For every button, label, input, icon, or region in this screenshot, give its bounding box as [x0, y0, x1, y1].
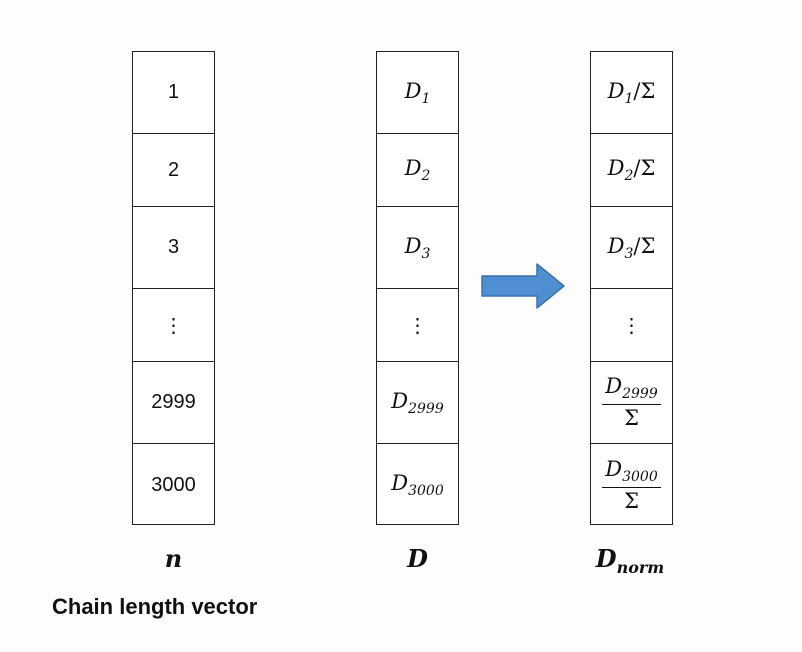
right-arrow-icon: [481, 263, 565, 309]
cell-value: D1: [404, 78, 431, 107]
cell-value: D1/Σ: [607, 78, 656, 107]
chain-length-caption: Chain length vector: [52, 594, 258, 619]
chain-length-vector: 1 2 3 ⋮ 2999 3000: [132, 51, 215, 525]
vector-cell: 3000: [133, 444, 214, 526]
vector-cell: 3: [133, 207, 214, 289]
label-d-norm: Dnorm: [595, 544, 665, 577]
vector-cell: D3000: [377, 444, 458, 526]
fraction: D2999 Σ: [602, 376, 661, 430]
vector-cell: D3000 Σ: [591, 444, 672, 526]
ellipsis: ⋮: [163, 313, 184, 337]
ellipsis: ⋮: [407, 313, 428, 337]
vector-cell: ⋮: [133, 289, 214, 362]
distribution-vector: D1 D2 D3 ⋮ D2999 D3000: [376, 51, 459, 525]
vector-cell: 1: [133, 52, 214, 134]
arrow-shape: [481, 263, 565, 309]
cell-value: 1: [167, 81, 180, 103]
vector-cell: D1/Σ: [591, 52, 672, 134]
label-n: n: [164, 544, 183, 573]
fraction-denominator: Σ: [624, 406, 639, 430]
vector-cell: D3/Σ: [591, 207, 672, 289]
vector-cell: D2: [377, 134, 458, 207]
cell-value: D3: [404, 233, 431, 262]
cell-value: D2/Σ: [607, 156, 656, 184]
ellipsis: ⋮: [621, 313, 642, 337]
vector-cell: ⋮: [377, 289, 458, 362]
fraction-numerator: D3000: [602, 458, 661, 488]
cell-value: D3/Σ: [607, 233, 656, 262]
vector-cell: 2: [133, 134, 214, 207]
vector-cell: D2/Σ: [591, 134, 672, 207]
cell-value: D2: [404, 156, 431, 184]
label-d: D: [407, 544, 428, 573]
fraction: D3000 Σ: [602, 458, 661, 513]
fraction-numerator: D2999: [602, 376, 661, 405]
cell-value: 2: [167, 158, 180, 181]
cell-value: 2999: [151, 391, 196, 413]
cell-value: D2999: [391, 388, 444, 417]
vector-cell: 2999: [133, 362, 214, 444]
fraction-denominator: Σ: [624, 488, 639, 513]
normalized-distribution-vector: D1/Σ D2/Σ D3/Σ ⋮ D2999 Σ D3000 Σ: [590, 51, 673, 525]
cell-value: 3000: [151, 473, 196, 496]
vector-cell: D2999: [377, 362, 458, 444]
cell-value: D3000: [391, 471, 444, 499]
vector-cell: D1: [377, 52, 458, 134]
vector-cell: D2999 Σ: [591, 362, 672, 444]
vector-cell: D3: [377, 207, 458, 289]
vector-cell: ⋮: [591, 289, 672, 362]
cell-value: 3: [167, 236, 180, 258]
